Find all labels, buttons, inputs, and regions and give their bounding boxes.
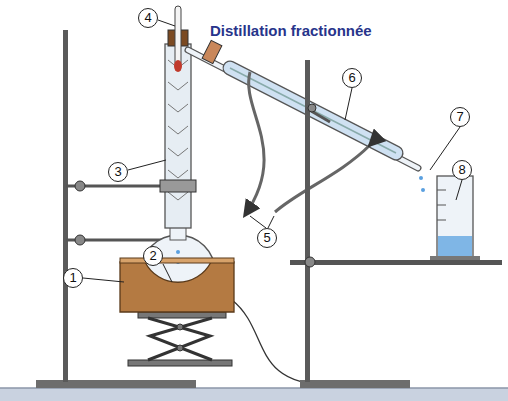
callout-number: 5	[257, 228, 277, 248]
left-stand	[36, 30, 196, 388]
graduated-cylinder	[419, 176, 480, 260]
callout-number: 4	[138, 8, 158, 28]
callout-number: 3	[108, 162, 128, 182]
right-stand	[290, 60, 502, 388]
vigreux-column	[160, 44, 196, 228]
heating-mantle	[120, 258, 234, 312]
thermometer	[168, 6, 188, 72]
callout-number: 7	[450, 107, 470, 127]
callout-number: 6	[342, 68, 362, 88]
diagram-title: Distillation fractionnée	[210, 22, 372, 39]
callout-number: 2	[143, 246, 163, 266]
condenser	[188, 40, 418, 168]
bench	[0, 388, 508, 401]
power-cable	[232, 300, 330, 385]
callout-number: 1	[63, 268, 83, 288]
lab-jack	[128, 312, 232, 366]
callout-number: 8	[452, 160, 472, 180]
leader-lines	[83, 20, 462, 282]
